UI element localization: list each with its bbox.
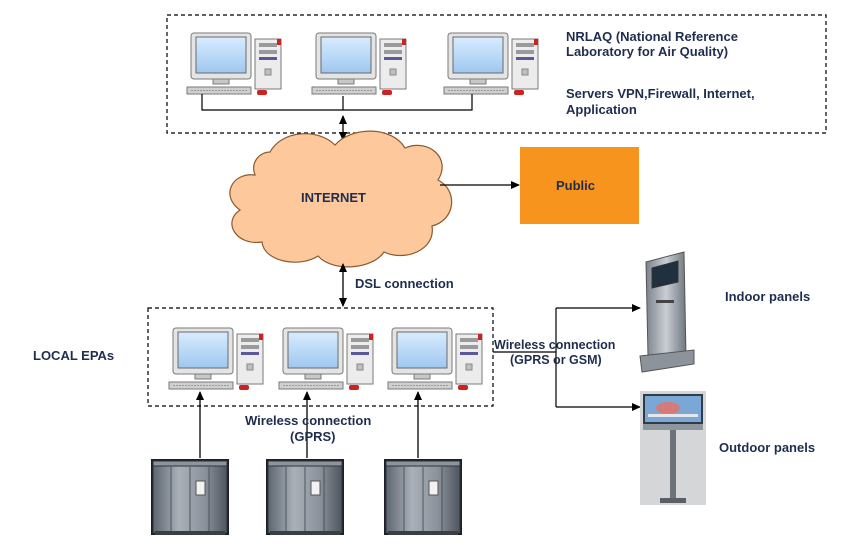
desktop-computer-icon (387, 327, 483, 391)
outdoor-panels-label: Outdoor panels (719, 440, 815, 455)
internet-label: INTERNET (301, 190, 366, 205)
desktop-computer-icon (443, 32, 539, 96)
nrlaq-server-group: NRLAQ (National Reference Laboratory for… (166, 14, 827, 134)
servers-line1: Servers VPN,Firewall, Internet, (566, 86, 755, 101)
internet-cloud: INTERNET (229, 130, 453, 268)
wireless-gprs-gsm-line2: (GPRS or GSM) (510, 353, 602, 367)
monitoring-station-icon (265, 458, 345, 536)
local-epas-dashed-box (147, 307, 494, 407)
wireless-gprs-line1: Wireless connection (245, 413, 371, 428)
kiosk-icon (639, 251, 695, 373)
monitoring-station-icon (383, 458, 463, 536)
wireless-gprs-line2: (GPRS) (290, 429, 336, 444)
nrlaq-title-line1: NRLAQ (National Reference (566, 29, 738, 44)
panels-bus-line (493, 308, 557, 407)
dsl-connection-label: DSL connection (355, 276, 454, 291)
indoor-panels-label: Indoor panels (725, 289, 810, 304)
wireless-gprs-gsm-line1: Wireless connection (494, 338, 615, 352)
desktop-computer-icon (278, 327, 374, 391)
local-epas-label: LOCAL EPAs (33, 348, 114, 363)
server-bus-line (201, 94, 473, 111)
desktop-computer-icon (168, 327, 264, 391)
desktop-computer-icon (186, 32, 282, 96)
desktop-computer-icon (311, 32, 407, 96)
local-epas-group (147, 307, 494, 407)
public-box: Public (520, 147, 639, 224)
monitoring-station-icon (150, 458, 230, 536)
public-label: Public (556, 178, 595, 193)
servers-line2: Application (566, 102, 637, 117)
nrlaq-dashed-box (166, 14, 827, 134)
nrlaq-title-line2: Laboratory for Air Quality) (566, 44, 728, 59)
billboard-icon (640, 391, 706, 505)
